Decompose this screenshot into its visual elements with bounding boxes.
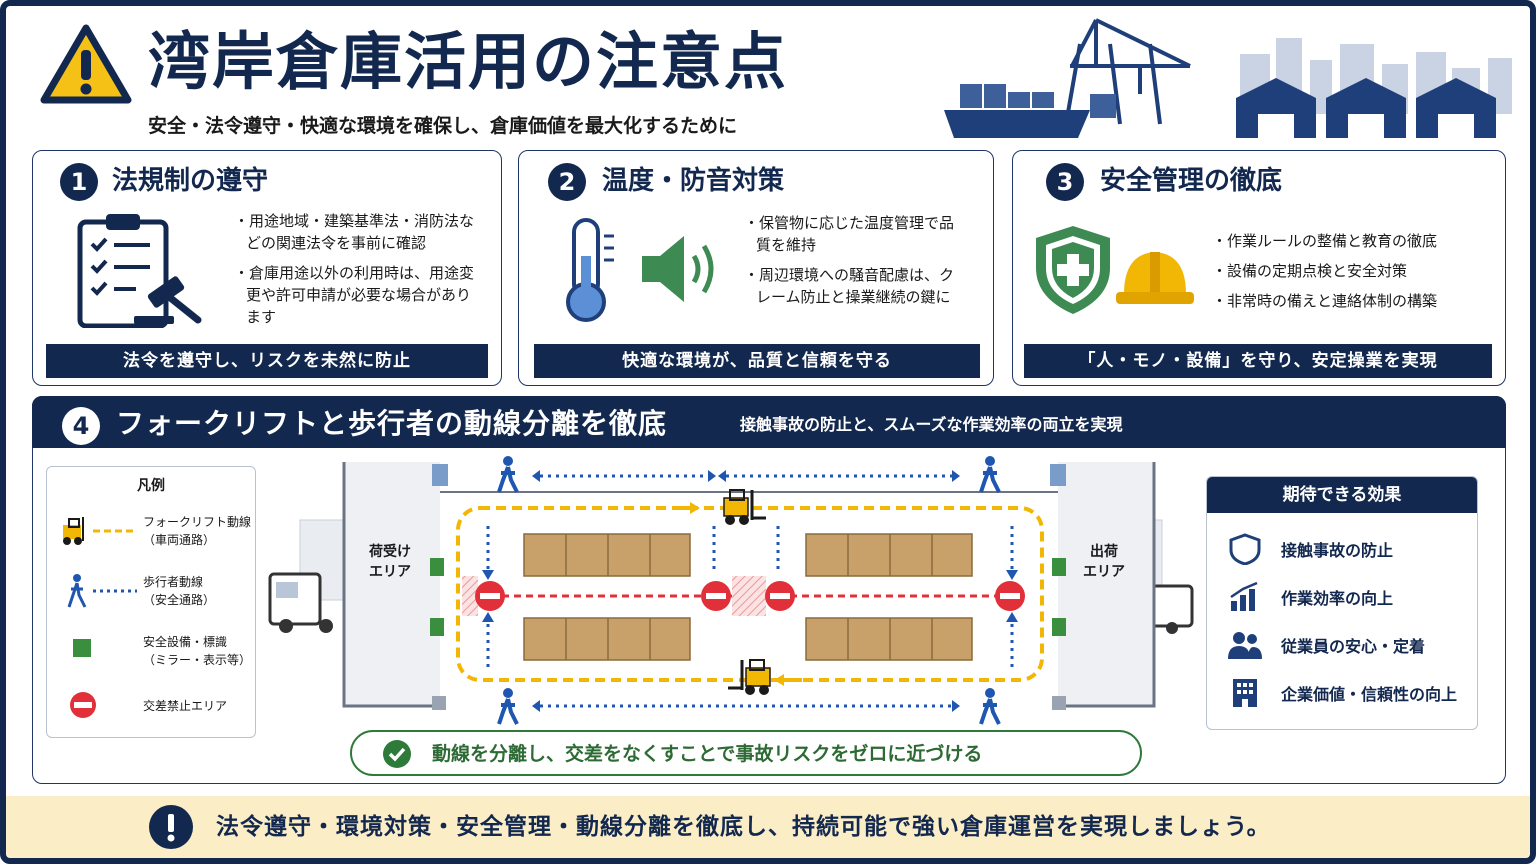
check-circle-icon (383, 740, 411, 768)
effect-item: 接触事故の防止 (1227, 531, 1467, 567)
bullet-item: ・作業ルールの整備と教育の徹底 (1212, 232, 1438, 250)
gavel-icon (134, 276, 202, 324)
pedestrian-figures (497, 456, 1001, 725)
forklift-icon (63, 517, 137, 545)
card-bullets: ・保管物に応じた温度管理で品質を維持 ・周辺環境への騒音配慮は、クレーム防止と操… (744, 212, 966, 316)
effects-title: 期待できる効果 (1207, 477, 1477, 513)
port-skyline-illustration (944, 18, 1512, 138)
legend-label: 交差禁止エリア (143, 699, 228, 713)
card-title: 安全管理の徹底 (1100, 166, 1283, 196)
exclamation-icon (149, 805, 193, 849)
growth-chart-icon (1230, 581, 1258, 611)
storage-racks (523, 533, 973, 661)
card-bullets: ・作業ルールの整備と教育の徹底 ・設備の定期点検と安全対策 ・非常時の備えと連絡… (1212, 230, 1498, 320)
legend-title: 凡例 (137, 478, 165, 494)
legend-label: 安全設備・標識 (143, 635, 228, 649)
forklift-bottom (728, 659, 771, 695)
hard-hat-icon (1116, 252, 1194, 304)
no-entry-markers (475, 581, 1025, 611)
card-banner: 快適な環境が、品質と信頼を守る (534, 344, 980, 378)
people-icon (1228, 632, 1262, 659)
card-number-badge: 3 (1046, 163, 1084, 201)
effect-label: 接触事故の防止 (1281, 541, 1394, 560)
section-number-badge: 4 (62, 407, 100, 445)
bullet-item: ・設備の定期点検と安全対策 (1212, 262, 1408, 280)
effect-label: 従業員の安心・定着 (1281, 637, 1426, 656)
section-title: フォークリフトと歩行者の動線分離を徹底 (116, 407, 668, 440)
thermometer-icon (566, 218, 614, 322)
footer-message: 法令遵守・環境対策・安全管理・動線分離を徹底し、持続可能で強い倉庫運営を実現しま… (216, 814, 1271, 840)
legend-sublabel: （安全通路） (143, 593, 216, 607)
goal-text: 動線を分離し、交差をなくすことで事故リスクをゼロに近づける (432, 743, 983, 765)
legend-label: フォークリフト動線 (143, 515, 252, 529)
effect-label: 作業効率の向上 (1281, 589, 1394, 608)
footer-banner (6, 796, 1530, 858)
receiving-area-label: 荷受け (368, 543, 411, 560)
effect-item: 従業員の安心・定着 (1227, 627, 1467, 663)
warehouse-flow-map: 荷受け エリア 出荷 エリア (268, 456, 1194, 725)
legend-sublabel: （車両通路） (143, 533, 216, 547)
shield-icon (1229, 533, 1261, 565)
shield-cross-icon (1036, 226, 1110, 314)
card-title: 温度・防音対策 (602, 166, 785, 196)
effect-item: 企業価値・信頼性の向上 (1227, 675, 1467, 711)
mirror-markers (432, 464, 1066, 710)
shipping-area-label: 出荷 (1090, 543, 1118, 560)
speaker-icon (642, 236, 714, 302)
clipboard-checklist-icon (77, 214, 202, 328)
card-banner: 「人・モノ・設備」を守り、安定操業を実現 (1024, 344, 1492, 378)
no-entry-icon (70, 692, 96, 718)
effect-item: 作業効率の向上 (1227, 579, 1467, 615)
effects-panel: 期待できる効果 接触事故の防止 作業効率の向上 従業員の安心・定着 企業価値・信… (1206, 476, 1478, 730)
safety-equipment-markers (430, 558, 1066, 636)
legend-item-forklift: フォークリフト動線 （車両通路） (59, 513, 255, 557)
card-title: 法規制の遵守 (112, 166, 269, 196)
pedestrian-icon (67, 574, 137, 608)
shipping-area-label-2: エリア (1083, 564, 1125, 580)
bullet-item: ・用途地域・建築基準法・消防法などの関連法令を事前に確認 (234, 212, 475, 252)
receiving-truck-icon (268, 519, 351, 633)
warehouse-walls (342, 462, 1156, 708)
card-banner: 法令を遵守し、リスクを未然に防止 (46, 344, 488, 378)
legend-item-safety-equipment: 安全設備・標識 （ミラー・表示等） (59, 633, 255, 677)
section-header-bar (32, 396, 1506, 448)
legend-item-pedestrian: 歩行者動線 （安全通路） (59, 573, 255, 617)
card-bullets: ・用途地域・建築基準法・消防法などの関連法令を事前に確認 ・倉庫用途以外の利用時… (234, 210, 474, 336)
pedestrian-routes (486, 474, 1014, 708)
effect-label: 企業価値・信頼性の向上 (1281, 685, 1458, 704)
goal-callout: 動線を分離し、交差をなくすことで事故リスクをゼロに近づける (350, 730, 1142, 776)
legend-panel: 凡例 フォークリフト動線 （車両通路） 歩行者動線 （安全通路） 安全設備・標識 （ミ… (46, 466, 256, 738)
legend-sublabel: （ミラー・表示等） (143, 653, 252, 667)
bullet-item: ・非常時の備えと連絡体制の構築 (1212, 292, 1438, 310)
bullet-item: ・倉庫用途以外の利用時は、用途変更や許可申請が必要な場合があります (234, 264, 475, 326)
card-number-badge: 1 (60, 163, 98, 201)
section-subtitle: 接触事故の防止と、スムーズな作業効率の両立を実現 (740, 415, 1123, 434)
card-number-badge: 2 (548, 163, 586, 201)
page-subtitle: 安全・法令遵守・快適な環境を確保し、倉庫価値を最大化するために (148, 115, 738, 137)
bullet-item: ・周辺環境への騒音配慮は、クレーム防止と操業継続の鍵に (744, 266, 955, 306)
bullet-item: ・保管物に応じた温度管理で品質を維持 (744, 214, 955, 254)
building-icon (1233, 679, 1257, 707)
safety-equipment-icon (73, 639, 91, 657)
warning-icon (40, 24, 132, 104)
receiving-area-label-2: エリア (369, 564, 411, 580)
legend-item-no-crossing: 交差禁止エリア (59, 691, 255, 735)
legend-label: 歩行者動線 (143, 575, 204, 589)
page-title: 湾岸倉庫活用の注意点 (148, 25, 789, 98)
forklift-top (723, 489, 766, 525)
